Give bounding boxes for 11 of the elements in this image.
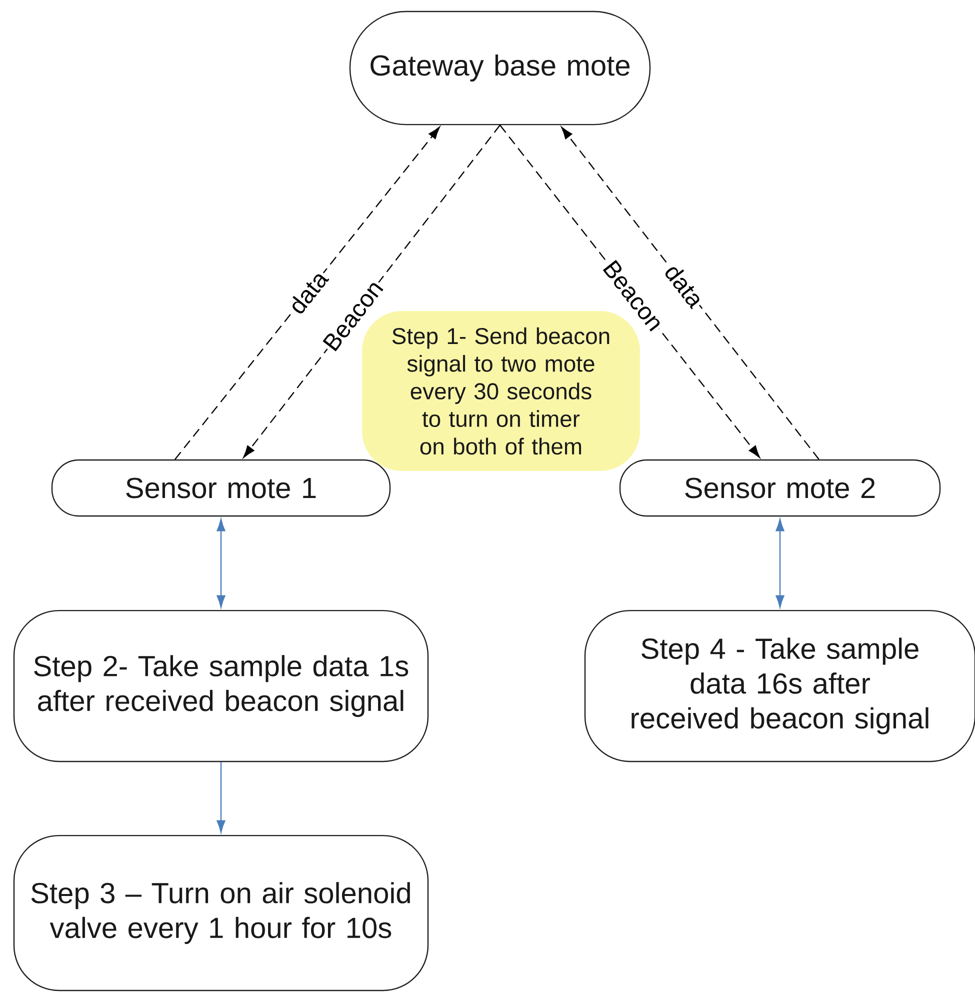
arrow — [216, 762, 226, 833]
rounded-box: Sensor mote 2 — [619, 459, 941, 517]
double-headed-arrow — [776, 518, 784, 608]
dashed-arrow — [561, 126, 820, 460]
dashed-arrow — [174, 126, 440, 460]
rounded-box: Sensor mote 1 — [51, 459, 391, 517]
rounded-box: Step 3 – Turn on air solenoid valve every 1 hour for 10s — [13, 834, 429, 992]
rounded-box: Gateway base mote — [349, 10, 651, 126]
double-headed-arrow — [216, 518, 226, 608]
rounded-box: Step 4 - Take sample data 16s after received beacon signal — [584, 610, 975, 762]
rounded-box: Step 2- Take sample data 1s after received beacon signal — [13, 610, 429, 762]
